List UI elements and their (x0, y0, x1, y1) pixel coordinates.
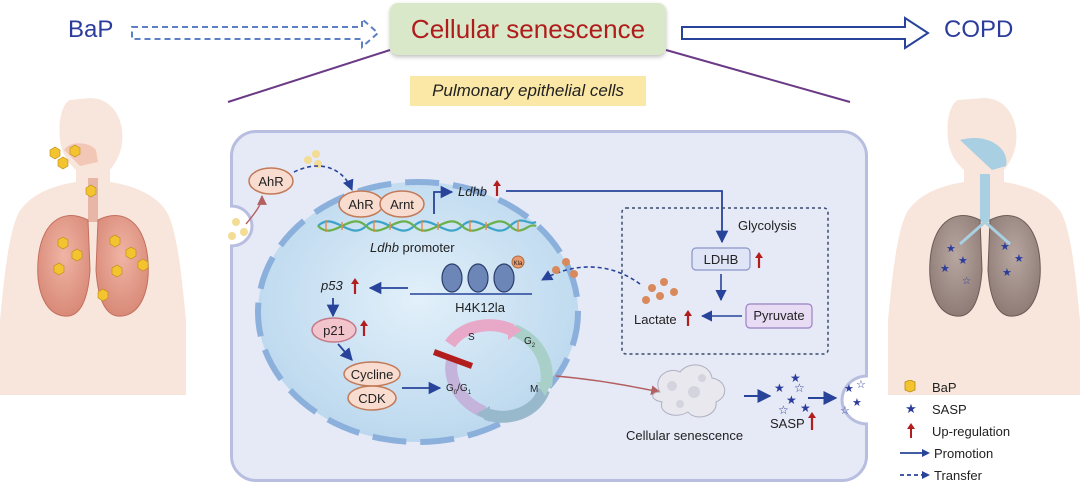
legend-label: SASP (932, 401, 967, 417)
lactate-molecules (642, 278, 678, 304)
svg-text:☆: ☆ (778, 403, 789, 417)
svg-text:☆: ☆ (794, 381, 805, 395)
ahr-label: AhR (258, 174, 283, 189)
ldhb-enzyme-label: LDHB (704, 252, 739, 267)
svg-text:☆: ☆ (840, 405, 850, 417)
cycline-label: Cycline (351, 367, 394, 382)
cdk-protein (347, 385, 397, 411)
arnt-label: Arnt (390, 197, 414, 212)
ldhb-enzyme-box (691, 247, 751, 271)
legend-label: Promotion (934, 445, 994, 461)
svg-text:★: ★ (958, 255, 968, 267)
h4k12la-label: H4K12la (455, 300, 506, 315)
p53-label: p53 (320, 278, 343, 293)
legend-label: BaP (932, 379, 957, 395)
pyruvate-label: Pyruvate (753, 308, 804, 323)
senescent-cell-icon (652, 364, 726, 418)
legend-item-transfer: Transfer (900, 464, 1076, 486)
star-icon: ★ (905, 401, 917, 416)
arnt-protein (379, 190, 425, 218)
senescence-to-copd-arrow (681, 16, 930, 50)
legend-item-promotion: Promotion (900, 442, 1076, 464)
svg-text:★: ★ (790, 371, 801, 385)
lactate-transfer-arrow (541, 266, 641, 285)
phase-m-label: M (530, 384, 538, 395)
ldhb-promoter-label: Ldhb promoter (370, 240, 455, 255)
up-arrow-icon (907, 423, 915, 438)
svg-text:★: ★ (844, 383, 854, 395)
sasp-stars: ★ ★ ☆ ☆ ★ ★ (774, 371, 811, 417)
svg-text:☆: ☆ (962, 276, 971, 287)
bap-label: BaP (68, 16, 114, 43)
phase-g0g1-label: G0/G1 (446, 383, 472, 396)
pulmonary-epithelial-subtitle: Pulmonary epithelial cells (410, 76, 646, 106)
legend-item-upregulation: Up-regulation (900, 420, 1076, 442)
svg-text:★: ★ (946, 243, 956, 255)
hexagon-icon (904, 380, 916, 393)
kla-label: Kla (514, 261, 523, 267)
svg-text:★: ★ (852, 397, 862, 409)
phase-s-label: S (468, 332, 475, 343)
svg-text:★: ★ (786, 393, 797, 407)
ldhb-to-ldhb-enzyme-arrow (506, 190, 729, 244)
glycolysis-label: Glycolysis (738, 218, 797, 233)
dna-helix (317, 219, 537, 232)
ahr-translocation-arrow (293, 165, 354, 192)
sasp-label: SASP (770, 416, 805, 431)
legend-label: Up-regulation (932, 423, 1011, 439)
glycolysis-box (621, 207, 829, 355)
svg-text:★: ★ (774, 381, 785, 395)
p21-protein (311, 317, 357, 343)
svg-text:★: ★ (800, 401, 811, 415)
legend-label: Transfer (934, 467, 982, 483)
cell-cycle-arrest-bar (432, 349, 474, 369)
svg-text:★: ★ (1002, 267, 1012, 279)
nucleosomes (410, 255, 532, 295)
p21-label: p21 (323, 323, 345, 338)
cell-cycle-wheel (432, 319, 553, 423)
copd-lung-figure: ★ ★ ★ ★ ★ ★ ☆ (888, 98, 1080, 395)
cdk-label: CDK (358, 391, 386, 406)
ldhb-gene-label: Ldhb (458, 184, 487, 199)
cellular-senescence-label: Cellular senescence (626, 428, 743, 443)
secreted-sasp-stars: ★ ★ ☆ ☆ (840, 379, 866, 417)
ahr-protein (248, 167, 294, 195)
svg-text:☆: ☆ (856, 379, 866, 391)
svg-text:★: ★ (940, 263, 950, 275)
cellular-senescence-title: Cellular senescence (390, 3, 666, 55)
legend: BaP ★ SASP Up-regulation Promotion Trans… (900, 376, 1076, 486)
legend-item-sasp: ★ SASP (900, 398, 1076, 420)
copd-label: COPD (944, 16, 1014, 43)
nucleus (255, 179, 581, 445)
ahr-nuclear-label: AhR (348, 197, 373, 212)
solid-arrow-icon (900, 449, 930, 457)
legend-item-bap: BaP (900, 376, 1076, 398)
healthy-lung-figure (0, 98, 186, 395)
dashed-arrow-icon (900, 471, 930, 479)
lactate-label: Lactate (634, 312, 677, 327)
svg-text:★: ★ (1014, 253, 1024, 265)
bap-to-senescence-dashed-arrow (131, 16, 380, 50)
phase-g2-label: G2 (524, 336, 536, 349)
svg-text:★: ★ (1000, 241, 1010, 253)
pyruvate-box (745, 303, 813, 329)
